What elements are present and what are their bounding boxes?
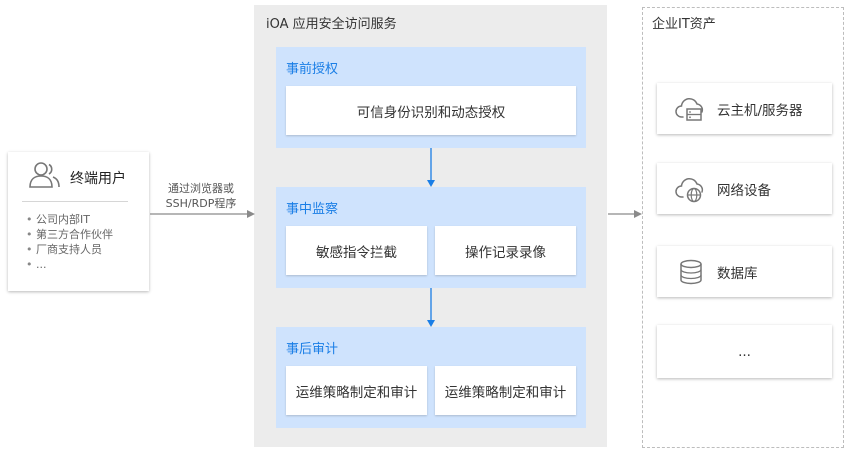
ioa-to-assets-arrow [608, 210, 642, 218]
asset-label: ... [738, 343, 751, 360]
list-item: 公司内部IT [26, 212, 113, 227]
asset-label: 云主机/服务器 [717, 102, 803, 119]
database-icon [680, 259, 702, 284]
flow-arrow-down [427, 288, 435, 327]
list-item: 厂商支持人员 [26, 242, 113, 257]
divider [22, 201, 128, 202]
access-method-label: 通过浏览器或 SSH/RDP程序 [155, 181, 247, 211]
list-item: ... [26, 257, 113, 272]
asset-label: 数据库 [717, 265, 758, 282]
policy-audit-box: 运维策略制定和审计 [435, 366, 576, 415]
assets-title: 企业IT资产 [652, 17, 716, 32]
access-method-line-1: 通过浏览器或 [168, 182, 234, 195]
asset-cloud-server: 云主机/服务器 [657, 83, 832, 134]
access-method-line-2: SSH/RDP程序 [165, 197, 237, 210]
section-title: 事前授权 [286, 62, 339, 77]
section-title: 事中监察 [286, 202, 339, 217]
section-title: 事后审计 [286, 342, 339, 357]
list-item: 第三方合作伙伴 [26, 227, 113, 242]
end-user-list: 公司内部IT 第三方合作伙伴 厂商支持人员 ... [26, 212, 113, 272]
end-user-title: 终端用户 [70, 171, 126, 187]
identity-authorization-box: 可信身份识别和动态授权 [286, 86, 576, 135]
command-block-box: 敏感指令拦截 [286, 226, 427, 275]
asset-more: ... [657, 325, 832, 378]
flow-arrow-down [427, 148, 435, 187]
cloud-network-icon [675, 177, 704, 202]
asset-network-device: 网络设备 [657, 163, 832, 214]
enterprise-assets-panel [642, 7, 844, 448]
user-to-ioa-arrow [150, 210, 255, 218]
cloud-server-icon [675, 97, 704, 121]
session-recording-box: 操作记录录像 [435, 226, 576, 275]
asset-database: 数据库 [657, 246, 832, 297]
policy-audit-box: 运维策略制定和审计 [286, 366, 427, 415]
users-icon [29, 162, 60, 188]
ioa-title: iOA 应用安全访问服务 [266, 17, 397, 32]
asset-label: 网络设备 [717, 182, 771, 199]
